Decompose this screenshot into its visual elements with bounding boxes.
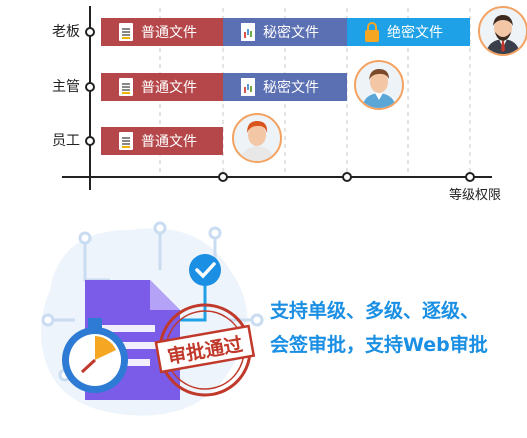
manager-avatar-icon bbox=[354, 60, 404, 110]
bar-employee-normal: 普通文件 bbox=[101, 127, 223, 155]
boss-avatar-icon bbox=[478, 6, 527, 56]
circuit-nodes bbox=[41, 221, 264, 382]
bar-label: 普通文件 bbox=[141, 25, 197, 41]
x-tick bbox=[342, 172, 352, 182]
check-icon bbox=[189, 254, 221, 286]
employee-avatar-icon bbox=[232, 113, 282, 163]
lock-icon bbox=[365, 22, 379, 42]
chart-doc-icon bbox=[241, 23, 255, 41]
document-icon bbox=[119, 78, 133, 96]
y-tick bbox=[85, 136, 95, 146]
bar-label: 普通文件 bbox=[141, 80, 197, 96]
x-tick bbox=[218, 172, 228, 182]
permission-chart: 老板 主管 员工 普通文件 秘密文件 绝密文件 普通文件 秘密文件 普通文件 bbox=[0, 0, 527, 205]
slogan-line1: 支持单级、多级、逐级、 bbox=[270, 300, 480, 322]
y-tick bbox=[85, 82, 95, 92]
bar-boss-topsecret: 绝密文件 bbox=[347, 18, 470, 46]
x-tick bbox=[465, 172, 475, 182]
document-icon bbox=[119, 23, 133, 41]
bar-manager-secret: 秘密文件 bbox=[223, 73, 347, 101]
slogan-line2: 会签审批，支持Web审批 bbox=[270, 334, 488, 356]
row-label-employee: 员工 bbox=[52, 133, 80, 149]
y-tick bbox=[85, 27, 95, 37]
document-icon bbox=[119, 132, 133, 150]
approval-illustration: 审批通过 bbox=[30, 210, 270, 434]
bar-label: 普通文件 bbox=[141, 134, 197, 150]
chart-axes bbox=[62, 6, 492, 190]
row-label-manager: 主管 bbox=[52, 79, 80, 95]
bar-boss-secret: 秘密文件 bbox=[223, 18, 347, 46]
bar-label: 秘密文件 bbox=[263, 25, 319, 41]
stopwatch-icon bbox=[62, 318, 128, 393]
x-axis-label: 等级权限 bbox=[448, 188, 501, 203]
bar-label: 绝密文件 bbox=[387, 25, 443, 41]
bar-label: 秘密文件 bbox=[263, 80, 319, 96]
chart-doc-icon bbox=[241, 78, 255, 96]
approval-stamp: 审批通过 bbox=[154, 303, 256, 397]
bar-manager-normal: 普通文件 bbox=[101, 73, 223, 101]
row-label-boss: 老板 bbox=[52, 24, 80, 40]
bar-boss-normal: 普通文件 bbox=[101, 18, 223, 46]
